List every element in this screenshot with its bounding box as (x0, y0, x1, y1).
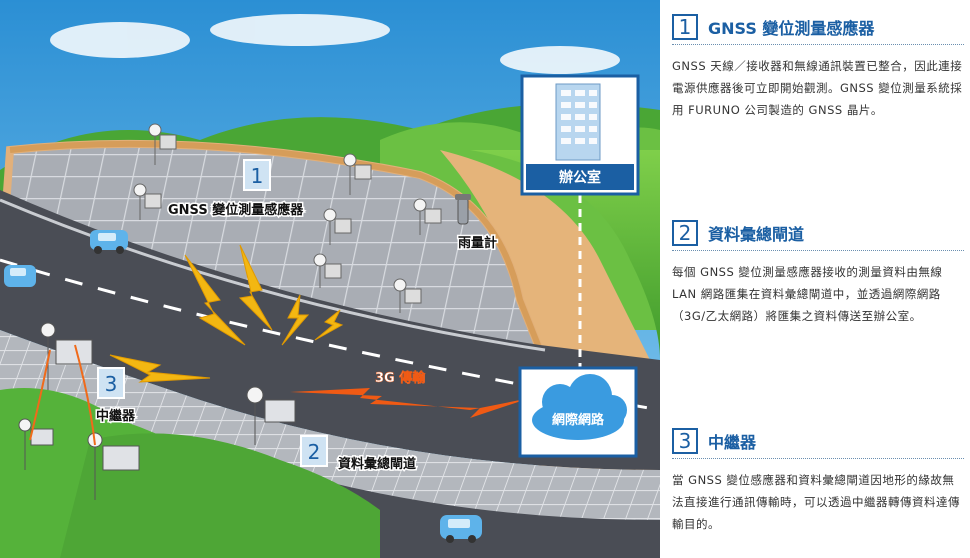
section-2-number: 2 (672, 220, 698, 246)
office-building-icon (555, 83, 601, 161)
section-1-body: GNSS 天線／接收器和無線通訊裝置已整合，因此連接電源供應器後可立即開始觀測。… (672, 59, 963, 117)
section-3-number: 3 (672, 428, 698, 454)
gateway-label: 資料彙總閘道 (338, 456, 416, 472)
3g-label: 3G 傳輸 (375, 370, 426, 386)
sky-clouds (50, 14, 620, 74)
car-3 (440, 515, 482, 543)
marker-3-box (97, 367, 125, 399)
rain-gauge-label: 雨量計 (458, 235, 497, 251)
office-label-bg (526, 164, 634, 190)
section-3-title: 中繼器 (708, 433, 757, 452)
section-2-body: 每個 GNSS 變位測量感應器接收的測量資料由無線 LAN 網路匯集在資料彙總閘… (672, 265, 943, 323)
rain-gauge-device (455, 194, 471, 225)
right-grass (470, 150, 660, 360)
section-1-number: 1 (672, 14, 698, 40)
cloud-icon (532, 374, 627, 440)
3g-transmission-bolt (290, 388, 530, 418)
gateway-device (246, 386, 296, 445)
section-2-title: 資料彙總閘道 (708, 225, 805, 244)
lower-grass-mid (60, 433, 380, 558)
car-1 (90, 230, 128, 254)
repeater-label: 中繼器 (96, 408, 136, 424)
section-1-header: 1 GNSS 變位測量感應器 (672, 14, 964, 45)
section-3-header: 3 中繼器 (672, 428, 964, 459)
wireless-signal-bolts (109, 244, 344, 383)
section-2-header: 2 資料彙總閘道 (672, 220, 964, 251)
section-1-title: GNSS 變位測量感應器 (708, 19, 875, 38)
section-2: 2 資料彙總閘道 每個 GNSS 變位測量感應器接收的測量資料由無線 LAN 網… (672, 220, 964, 327)
sensor-label: GNSS 變位測量感應器 (168, 202, 304, 218)
section-3: 3 中繼器 當 GNSS 變位感應器和資料彙總閘道因地形的緣故無法直接進行通訊傳… (672, 428, 964, 535)
section-3-body: 當 GNSS 變位感應器和資料彙總閘道因地形的緣故無法直接進行通訊傳輸時，可以透… (672, 473, 960, 531)
wireless-link-repeater (29, 344, 96, 446)
repeater-devices (18, 322, 140, 500)
marker-2-box (300, 435, 328, 467)
marker-3: 3 (105, 372, 118, 396)
gnss-sensors (133, 123, 442, 313)
car-2 (4, 265, 36, 287)
office-label: 辦公室 (559, 169, 601, 186)
marker-2: 2 (308, 440, 321, 464)
marker-1: 1 (251, 164, 264, 188)
slope-top-edge (9, 140, 543, 352)
marker-1-box (243, 159, 271, 191)
section-1: 1 GNSS 變位測量感應器 GNSS 天線／接收器和無線通訊裝置已整合，因此連… (672, 14, 964, 121)
road-center-line (0, 258, 660, 412)
cloud-label: 網際網路 (552, 412, 605, 428)
system-diagram: 辦公室 網際網路 3G 傳輸 1 GNSS 變位測量感應器 雨量計 2 資料彙總… (0, 0, 660, 558)
